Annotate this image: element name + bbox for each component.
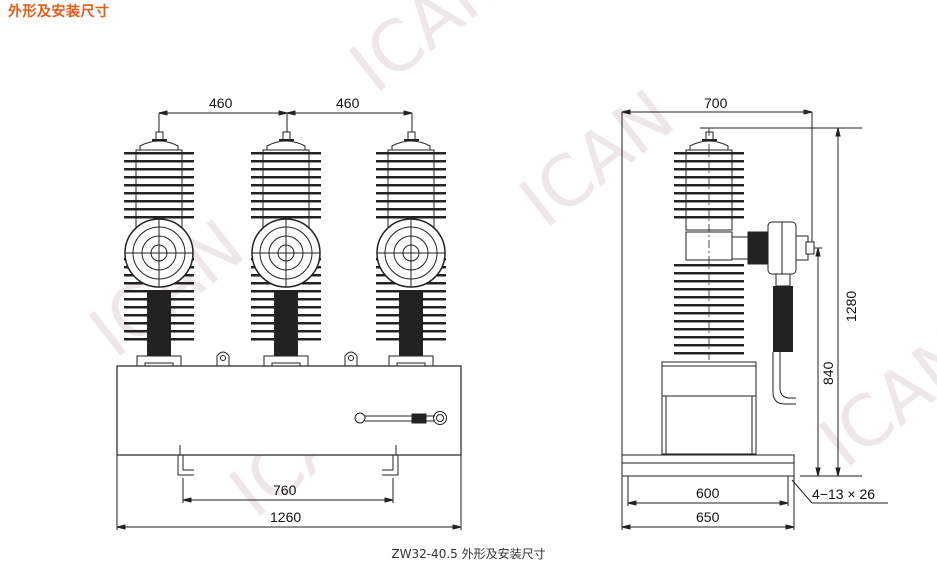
dim-base-650: 650 xyxy=(696,509,720,525)
svg-text:ICAN: ICAN xyxy=(505,74,689,243)
operating-handle xyxy=(354,411,447,425)
side-view xyxy=(621,109,888,530)
pole-2 xyxy=(251,131,321,402)
dim-height-1280: 1280 xyxy=(843,291,859,322)
front-view xyxy=(116,110,462,530)
dim-mount-spacing: 760 xyxy=(273,482,297,498)
dim-overall-width: 1260 xyxy=(270,509,301,525)
dim-pole-spacing-1: 460 xyxy=(209,95,233,111)
drawing-canvas: ICAN ICAN ICAN ICAN ICAN xyxy=(75,0,937,533)
pole-1 xyxy=(124,131,194,402)
svg-text:ICAN: ICAN xyxy=(335,0,519,108)
page-title: 外形及安装尺寸 xyxy=(8,4,110,20)
figure-caption: ZW32-40.5 外形及安装尺寸 xyxy=(391,547,546,561)
dim-height-840: 840 xyxy=(820,361,836,385)
svg-text:ICAN: ICAN xyxy=(805,314,937,483)
pole-3 xyxy=(376,131,446,402)
dim-overall-depth: 700 xyxy=(704,95,728,111)
dim-pole-spacing-2: 460 xyxy=(336,95,360,111)
dim-base-600: 600 xyxy=(696,485,720,501)
dim-holes: 4−13 × 26 xyxy=(812,486,875,502)
